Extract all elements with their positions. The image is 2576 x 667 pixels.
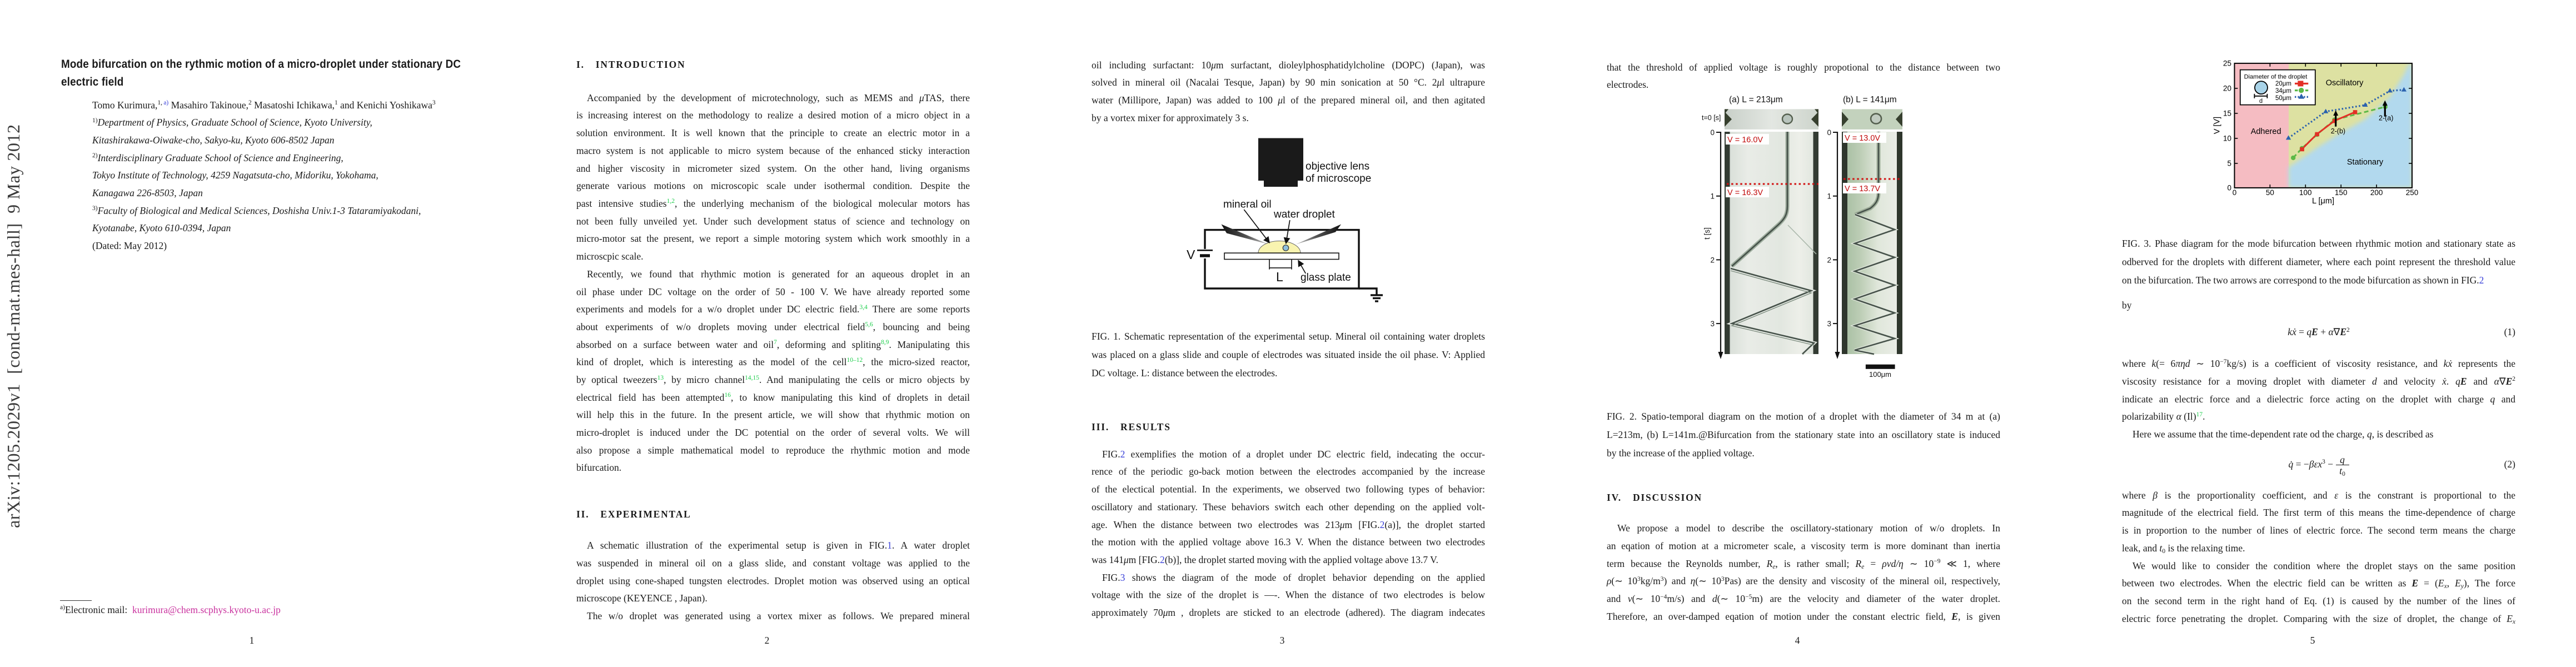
svg-text:2: 2 — [1827, 256, 1831, 264]
svg-text:150: 150 — [2335, 188, 2348, 197]
svg-text:5: 5 — [2227, 159, 2231, 167]
svg-text:V = 16.3V: V = 16.3V — [1727, 188, 1763, 197]
svg-text:V = 13.0V: V = 13.0V — [1845, 134, 1880, 143]
svg-text:t [s]: t [s] — [1703, 227, 1711, 240]
svg-text:15: 15 — [2223, 109, 2231, 117]
svg-text:(b) L = 141μm: (b) L = 141μm — [1843, 95, 1897, 104]
svg-text:d: d — [2259, 98, 2263, 104]
svg-text:200: 200 — [2370, 188, 2383, 197]
svg-text:0: 0 — [1710, 128, 1715, 137]
svg-text:Adhered: Adhered — [2251, 127, 2281, 136]
svg-text:Stationary: Stationary — [2347, 158, 2384, 167]
svg-text:water droplet: water droplet — [1273, 209, 1336, 221]
svg-text:50μm: 50μm — [2275, 95, 2291, 102]
svg-text:V = 13.7V: V = 13.7V — [1845, 185, 1880, 193]
svg-text:objective lens: objective lens — [1306, 161, 1369, 172]
svg-text:10: 10 — [2223, 134, 2231, 142]
svg-text:V: V — [1187, 247, 1195, 262]
svg-text:3: 3 — [1827, 320, 1831, 328]
svg-text:Oscillatory: Oscillatory — [2326, 79, 2364, 88]
svg-text:1: 1 — [1827, 192, 1831, 201]
svg-text:(a) L = 213μm: (a) L = 213μm — [1729, 95, 1783, 104]
svg-text:t=0 [s]: t=0 [s] — [1702, 114, 1721, 122]
svg-text:20: 20 — [2223, 84, 2231, 92]
svg-text:0: 0 — [2227, 183, 2231, 192]
svg-text:of microscope: of microscope — [1306, 173, 1371, 185]
svg-text:3: 3 — [1710, 320, 1715, 328]
svg-text:Diameter of the droplet: Diameter of the droplet — [2244, 74, 2308, 81]
svg-text:250: 250 — [2406, 188, 2419, 197]
svg-text:20μm: 20μm — [2275, 81, 2291, 87]
svg-text:glass plate: glass plate — [1301, 272, 1351, 283]
svg-text:2: 2 — [1710, 256, 1715, 264]
svg-text:1: 1 — [1710, 192, 1715, 201]
svg-text:L [μm]: L [μm] — [2312, 197, 2334, 206]
svg-text:V [V]: V [V] — [2213, 117, 2222, 134]
svg-text:25: 25 — [2223, 59, 2231, 67]
svg-text:mineral oil: mineral oil — [1223, 199, 1272, 211]
svg-text:V = 16.0V: V = 16.0V — [1727, 136, 1763, 145]
svg-text:2-(b): 2-(b) — [2331, 127, 2345, 135]
svg-text:2-(a): 2-(a) — [2379, 115, 2393, 122]
svg-text:100: 100 — [2299, 188, 2312, 197]
svg-text:34μm: 34μm — [2275, 88, 2291, 94]
svg-text:L: L — [1276, 270, 1283, 284]
svg-text:0: 0 — [1827, 128, 1831, 137]
svg-text:0: 0 — [2233, 188, 2237, 197]
svg-text:50: 50 — [2266, 188, 2274, 197]
svg-text:100μm: 100μm — [1869, 370, 1891, 379]
